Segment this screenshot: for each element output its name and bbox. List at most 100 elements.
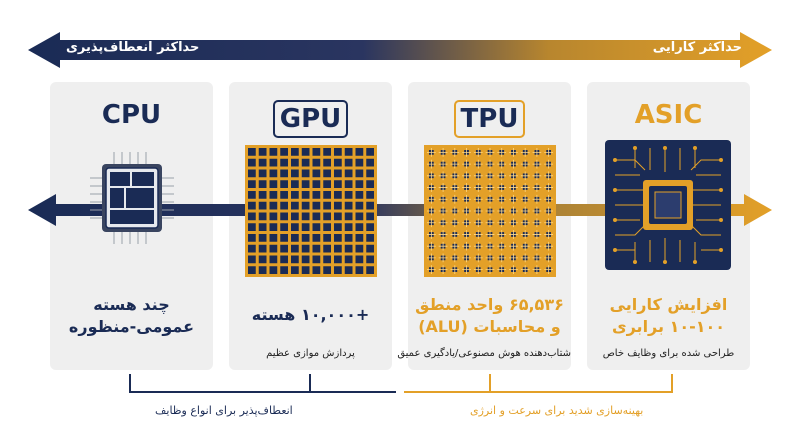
tpu-wire xyxy=(544,218,553,228)
gpu-core-cell xyxy=(248,169,256,178)
gpu-core-cell xyxy=(248,255,256,264)
gpu-core-cell xyxy=(366,223,374,231)
max-efficiency-label: حداکثر کارایی xyxy=(652,40,742,55)
tpu-wire xyxy=(497,241,507,251)
tpu-wire xyxy=(532,183,542,192)
tpu-wire xyxy=(544,230,553,239)
gpu-core-cell xyxy=(291,223,299,231)
tpu-wire xyxy=(532,218,542,228)
tpu-wire xyxy=(450,230,460,239)
tpu-wire xyxy=(497,159,507,169)
gpu-core-cell xyxy=(366,169,374,178)
gpu-core-cell xyxy=(355,169,364,178)
tpu-wire xyxy=(438,171,448,181)
tpu-wire xyxy=(485,218,495,228)
tpu-wire xyxy=(520,230,530,239)
tpu-wire xyxy=(450,265,460,274)
tpu-wire xyxy=(485,253,495,263)
tpu-wire xyxy=(544,194,553,204)
tpu-wire xyxy=(462,253,471,263)
gpu-core-cell xyxy=(248,244,256,253)
gpu-core-cell xyxy=(280,266,288,274)
gpu-core-cell xyxy=(366,255,374,264)
gpu-core-cell xyxy=(258,169,267,178)
tpu-wire xyxy=(532,206,542,216)
tpu-wire xyxy=(509,265,518,274)
tpu-wire xyxy=(485,230,495,239)
tpu-wire xyxy=(427,171,436,181)
gpu-core-cell xyxy=(291,234,299,242)
tpu-wire xyxy=(544,241,553,251)
gpu-core-cell xyxy=(291,148,299,156)
tpu-wire xyxy=(520,171,530,181)
gpu-core-cell xyxy=(334,255,342,264)
gpu-core-cell xyxy=(355,148,364,156)
tpu-wire xyxy=(450,241,460,251)
gpu-core-cell xyxy=(323,158,331,167)
tpu-wire xyxy=(485,194,495,204)
tpu-wire xyxy=(450,159,460,169)
tpu-wire xyxy=(450,253,460,263)
gpu-core-cell xyxy=(323,244,331,253)
gpu-core-cell xyxy=(301,223,310,231)
gpu-core-cell xyxy=(248,148,256,156)
gpu-core-cell xyxy=(334,180,342,188)
gpu-core-cell xyxy=(344,191,353,199)
gpu-core-cell xyxy=(280,234,288,242)
tpu-wire xyxy=(438,241,448,251)
gpu-core-cell xyxy=(248,191,256,199)
tpu-wire xyxy=(509,218,518,228)
max-flexibility-label: حداکثر انعطاف‌پذیری xyxy=(66,40,200,55)
gpu-core-cell xyxy=(334,234,342,242)
gpu-core-cell xyxy=(269,234,278,242)
gpu-core-cell xyxy=(248,223,256,231)
tpu-wire xyxy=(509,241,518,251)
gpu-core-cell xyxy=(366,180,374,188)
gpu-core-cell xyxy=(291,201,299,210)
gpu-core-cell xyxy=(344,169,353,178)
tpu-wire xyxy=(438,265,448,274)
gpu-core-cell xyxy=(269,169,278,178)
gpu-core-cell xyxy=(323,255,331,264)
tpu-wire xyxy=(450,148,460,157)
gpu-core-cell xyxy=(258,158,267,167)
tpu-wire xyxy=(462,241,471,251)
tpu-wire xyxy=(509,253,518,263)
gpu-main-text: +۱۰,۰۰۰ هسته xyxy=(251,305,370,324)
asic-chip-icon xyxy=(605,140,731,270)
tpu-wire xyxy=(544,265,553,274)
tpu-wire xyxy=(544,159,553,169)
tpu-wire xyxy=(473,183,483,192)
tpu-wire xyxy=(520,159,530,169)
tpu-wire xyxy=(462,183,471,192)
tpu-wire xyxy=(427,253,436,263)
tpu-wire xyxy=(473,230,483,239)
tpu-wire xyxy=(438,148,448,157)
gpu-core-cell xyxy=(280,191,288,199)
tpu-wire xyxy=(509,148,518,157)
gpu-core-cell xyxy=(280,148,288,156)
tpu-wire xyxy=(520,148,530,157)
gpu-core-cell xyxy=(280,255,288,264)
gpu-core-cell xyxy=(334,244,342,253)
tpu-wire xyxy=(485,171,495,181)
tpu-wire xyxy=(450,218,460,228)
gpu-core-cell xyxy=(291,266,299,274)
gpu-core-cell xyxy=(258,255,267,264)
tpu-wire xyxy=(485,148,495,157)
gpu-core-cell xyxy=(355,266,364,274)
gpu-core-cell xyxy=(301,201,310,210)
tpu-wire xyxy=(438,230,448,239)
tpu-wire xyxy=(485,241,495,251)
gpu-core-cell xyxy=(269,244,278,253)
gpu-core-cell xyxy=(355,201,364,210)
tpu-wire xyxy=(427,265,436,274)
tpu-wire xyxy=(544,206,553,216)
gpu-core-cell xyxy=(258,223,267,231)
gpu-title: GPU xyxy=(229,100,392,138)
tpu-wire xyxy=(485,159,495,169)
gpu-core-cell xyxy=(301,148,310,156)
tpu-wire xyxy=(438,253,448,263)
asic-main-text: افزایش کارایی ۱۰-۱۰۰ برابری xyxy=(609,295,728,336)
tpu-wire xyxy=(450,171,460,181)
